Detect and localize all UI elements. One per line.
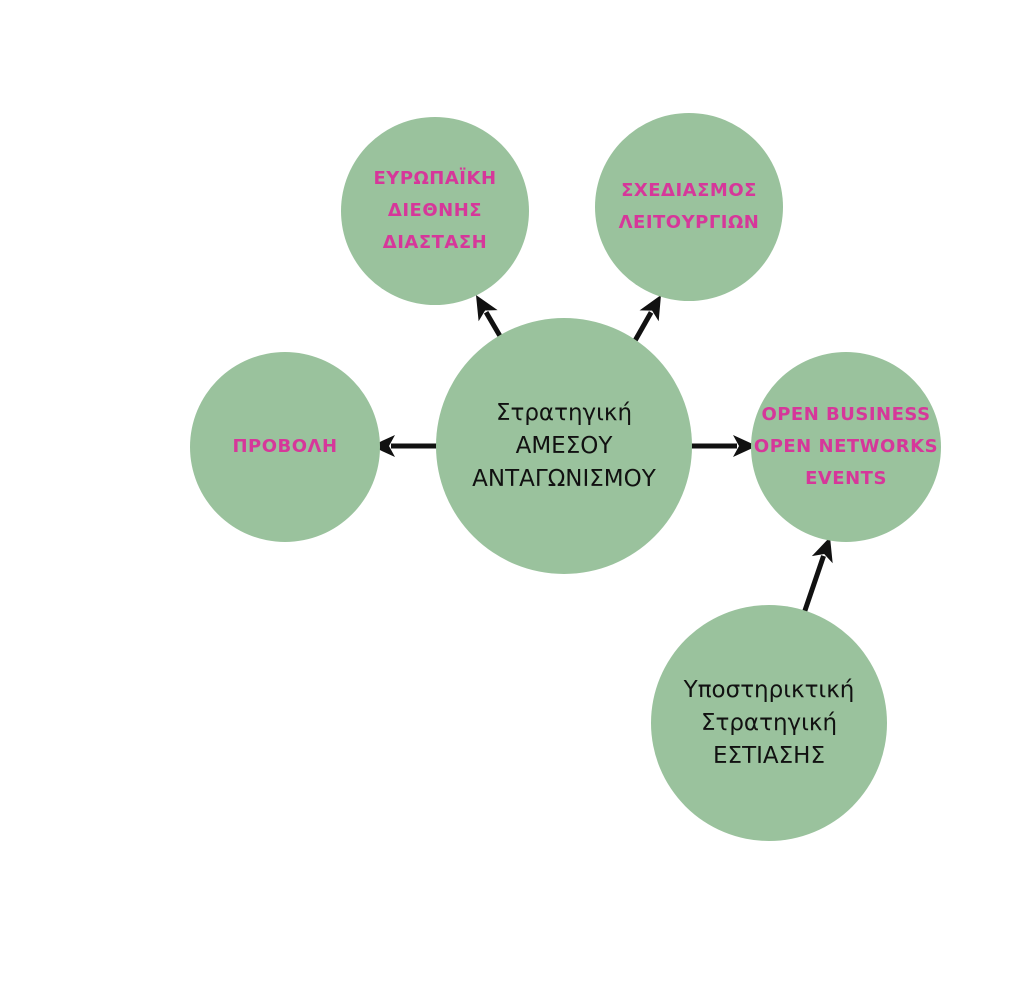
promotion-node: ΠΡΟΒΟΛΗ (190, 352, 380, 542)
open-line-3: EVENTS (805, 468, 887, 489)
european-line-3: ΔΙΑΣΤΑΣΗ (382, 232, 488, 253)
open-line-1: OPEN BUSINESS (761, 404, 931, 425)
support-line-2: Στρατηγική (700, 709, 838, 736)
european-dimension-node: ΕΥΡΩΠΑΪΚΗ ΔΙΕΘΝΗΣ ΔΙΑΣΤΑΣΗ (341, 117, 529, 305)
support-line-3: ΕΣΤΙΑΣΗΣ (713, 742, 825, 769)
arrow-to-open-head (733, 435, 757, 457)
planning-line-2: ΛΕΙΤΟΥΡΓΙΩΝ (618, 212, 760, 233)
open-line-2: OPEN NETWORKS (753, 436, 939, 457)
european-line-2: ΔΙΕΘΝΗΣ (387, 200, 483, 221)
center-strategy-node: Στρατηγική ΑΜΕΣΟΥ ΑΝΤΑΓΩΝΙΣΜΟΥ (436, 318, 692, 574)
center-line-1: Στρατηγική (495, 399, 633, 426)
promotion-line-1: ΠΡΟΒΟΛΗ (232, 436, 338, 457)
operations-planning-node: ΣΧΕΔΙΑΣΜΟΣ ΛΕΙΤΟΥΡΓΙΩΝ (595, 113, 783, 301)
center-line-2: ΑΜΕΣΟΥ (515, 432, 613, 459)
support-strategy-node: Υποστηρικτική Στρατηγική ΕΣΤΙΑΣΗΣ (651, 605, 887, 841)
support-line-1: Υποστηρικτική (683, 676, 855, 703)
open-events-node: OPEN BUSINESS OPEN NETWORKS EVENTS (751, 352, 941, 542)
center-line-3: ΑΝΤΑΓΩΝΙΣΜΟΥ (472, 465, 656, 492)
arrow-support-to-open-head (811, 537, 833, 564)
planning-line-1: ΣΧΕΔΙΑΣΜΟΣ (621, 180, 757, 201)
arrow-to-planning-head (639, 295, 661, 322)
european-line-1: ΕΥΡΩΠΑΪΚΗ (373, 168, 497, 189)
arrow-to-promotion-head (371, 435, 395, 457)
arrow-to-european-head (476, 295, 498, 322)
